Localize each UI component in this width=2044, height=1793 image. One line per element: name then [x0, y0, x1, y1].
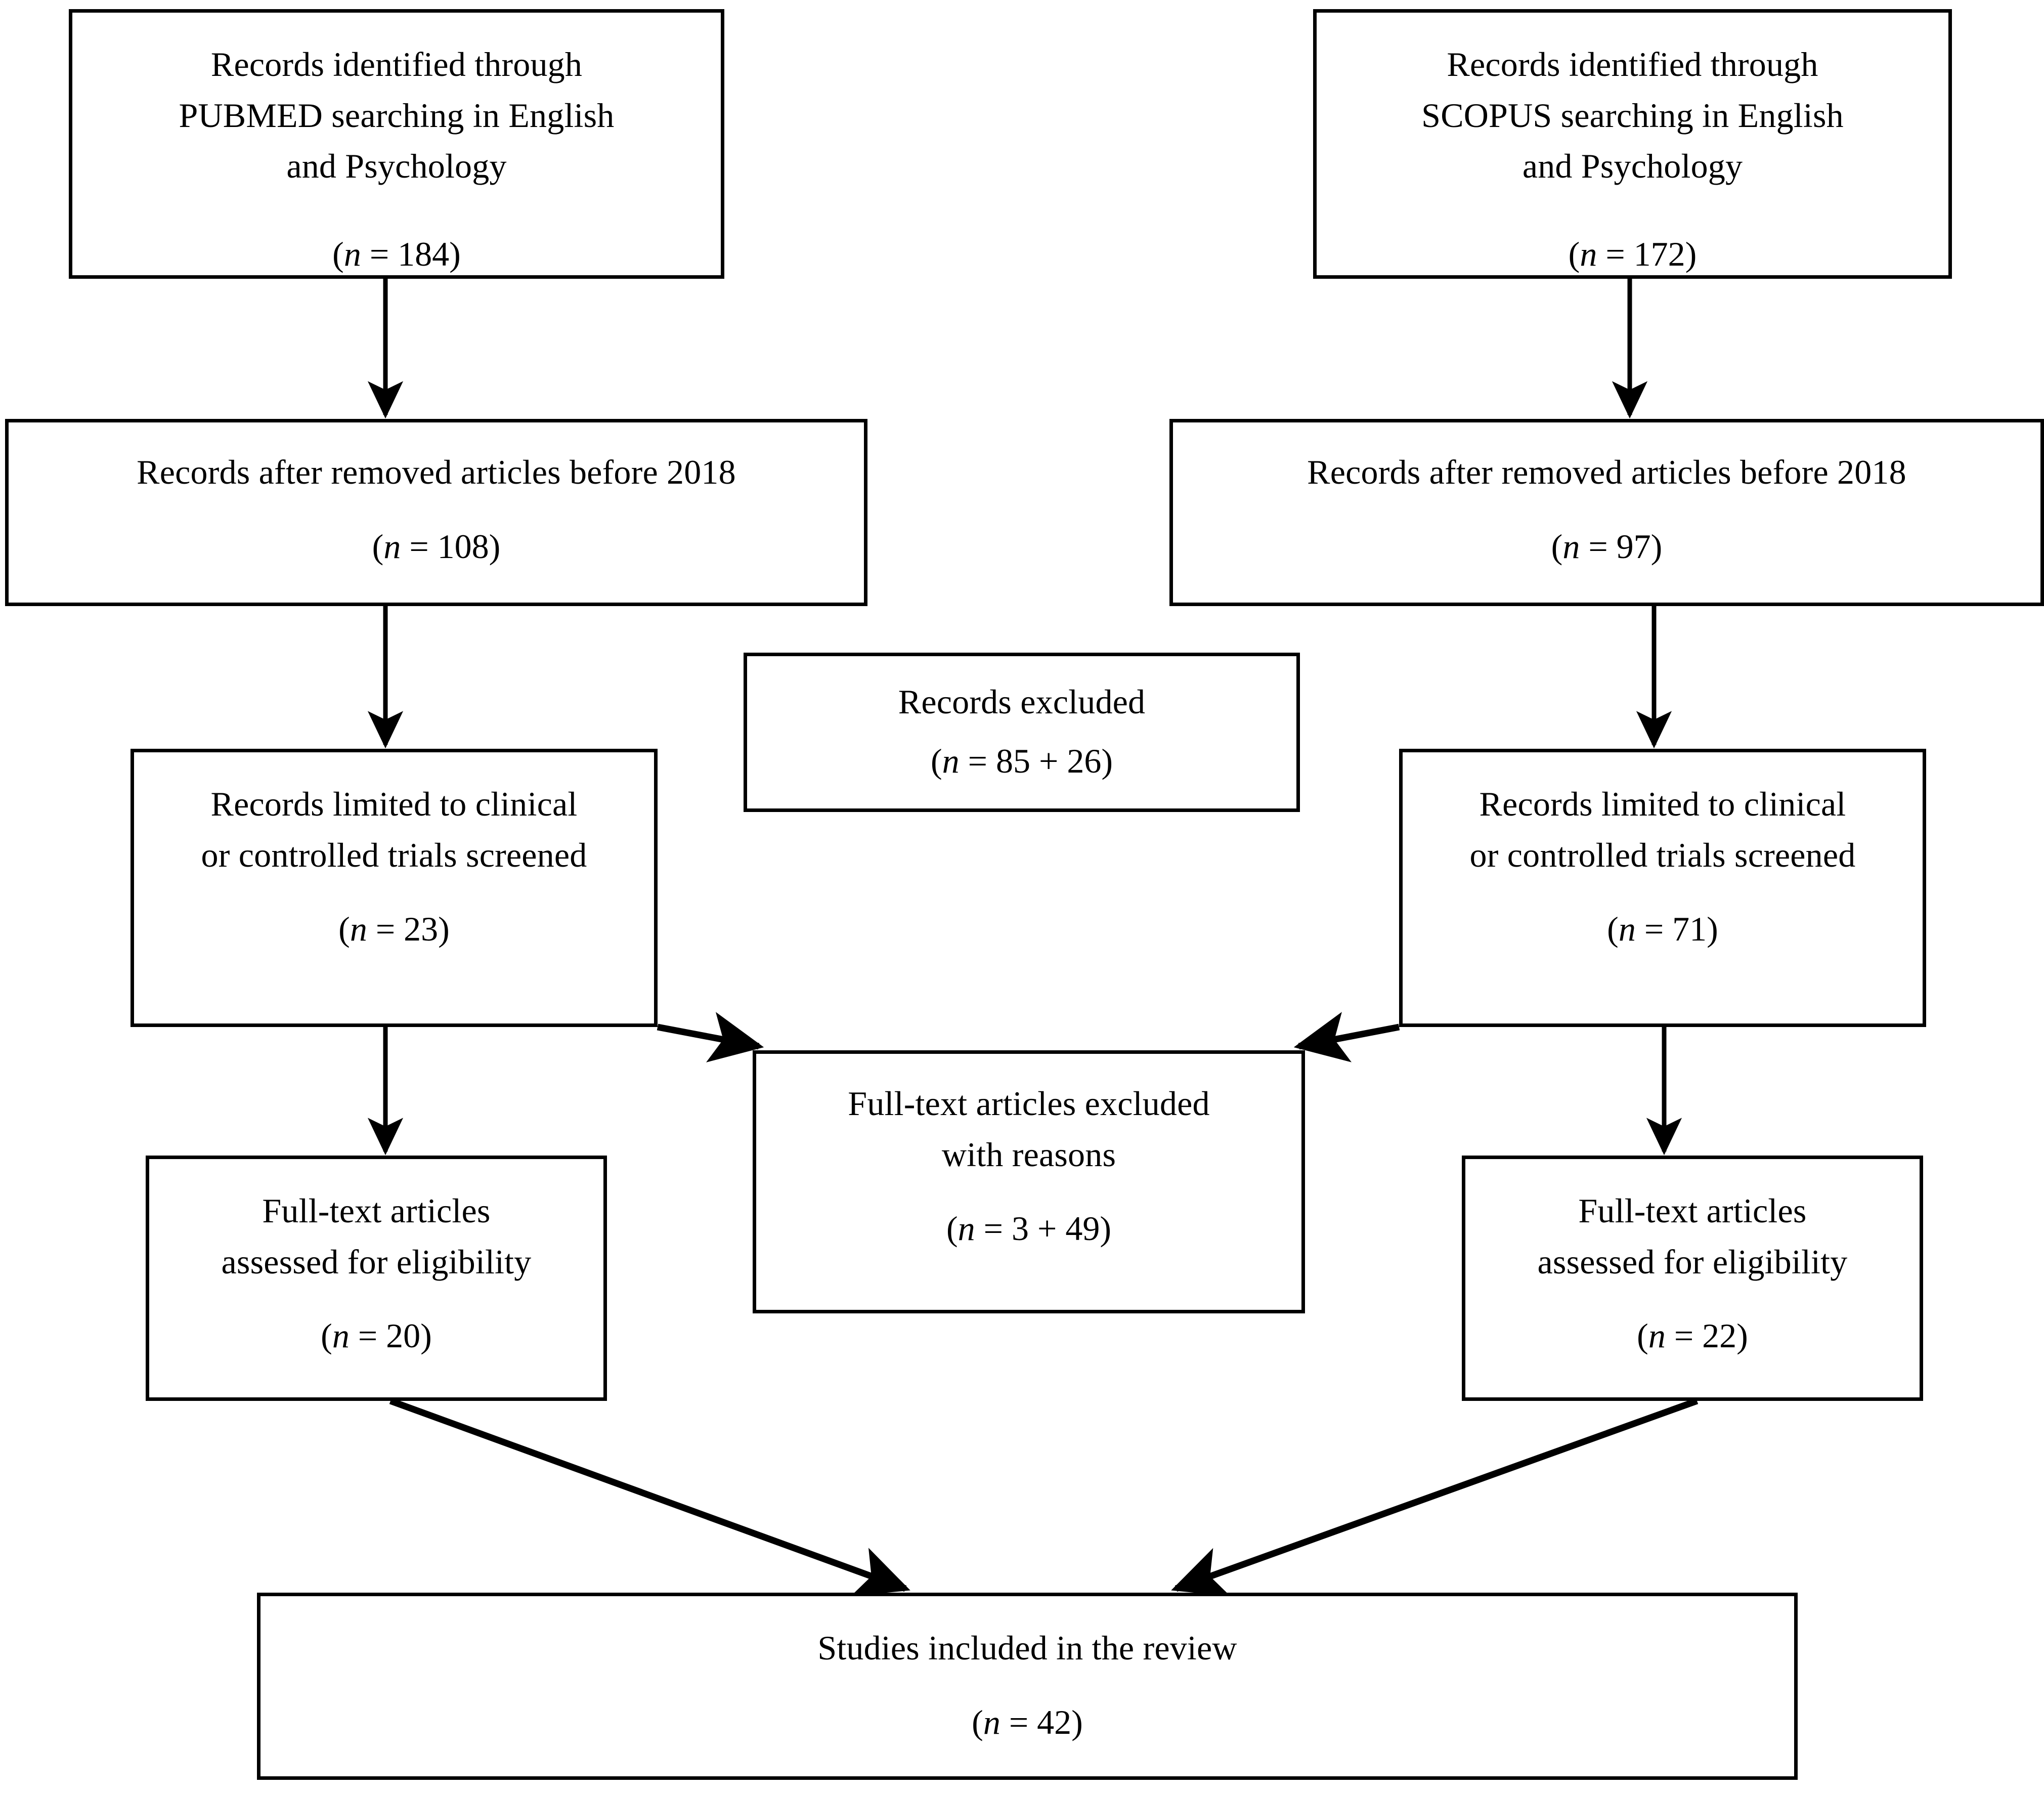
node-fulltext-articles-excluded[interactable]: Full-text articles excluded with reasons… [753, 1050, 1305, 1313]
node-title: Full-text articles excluded with reasons [848, 1084, 1210, 1174]
node-count: (n = 108) [372, 527, 501, 566]
arrow-eligibility-left-to-included [389, 1397, 910, 1596]
node-records-identified-pubmed[interactable]: Records identified through PUBMED search… [69, 9, 724, 279]
node-fulltext-assessed-eligibility-right[interactable]: Full-text articles assessed for eligibil… [1462, 1156, 1923, 1401]
node-count: (n = 23) [338, 910, 450, 949]
node-title: Studies included in the review [817, 1629, 1237, 1667]
node-records-limited-right[interactable]: Records limited to clinical or controlle… [1399, 749, 1926, 1027]
node-records-limited-left[interactable]: Records limited to clinical or controlle… [131, 749, 658, 1027]
node-count: (n = 42) [972, 1702, 1083, 1741]
node-count: (n = 3 + 49) [946, 1209, 1111, 1248]
node-count: (n = 20) [321, 1316, 432, 1355]
node-count: (n = 85 + 26) [931, 741, 1113, 780]
node-fulltext-assessed-eligibility-left[interactable]: Full-text articles assessed for eligibil… [146, 1156, 607, 1401]
node-title: Full-text articles assessed for eligibil… [1537, 1191, 1848, 1281]
node-count: (n = 22) [1637, 1316, 1748, 1355]
arrow-limited-right-to-fulltext-excluded [1293, 1012, 1400, 1062]
node-title: Records limited to clinical or controlle… [201, 785, 587, 874]
node-title: Records after removed articles before 20… [137, 453, 736, 491]
node-count: (n = 172) [1568, 235, 1697, 274]
node-count: (n = 184) [332, 235, 461, 274]
node-count: (n = 97) [1551, 527, 1663, 566]
node-title: Records limited to clinical or controlle… [1469, 785, 1856, 874]
node-records-excluded[interactable]: Records excluded (n = 85 + 26) [744, 653, 1300, 812]
node-records-identified-scopus[interactable]: Records identified through SCOPUS search… [1313, 9, 1952, 279]
arrow-eligibility-right-to-included [1171, 1397, 1699, 1597]
node-title: Records identified through SCOPUS search… [1421, 45, 1844, 186]
node-title: Records after removed articles before 20… [1307, 453, 1906, 491]
node-records-after-removed-left[interactable]: Records after removed articles before 20… [5, 419, 867, 606]
node-studies-included-in-review[interactable]: Studies included in the review (n = 42) [257, 1593, 1798, 1780]
node-title: Full-text articles assessed for eligibil… [221, 1191, 532, 1281]
arrow-limited-left-to-fulltext-excluded [657, 1012, 764, 1062]
node-title: Records excluded [898, 682, 1146, 721]
node-records-after-removed-right[interactable]: Records after removed articles before 20… [1169, 419, 2044, 606]
node-count: (n = 71) [1607, 910, 1718, 949]
node-title: Records identified through PUBMED search… [179, 45, 615, 186]
